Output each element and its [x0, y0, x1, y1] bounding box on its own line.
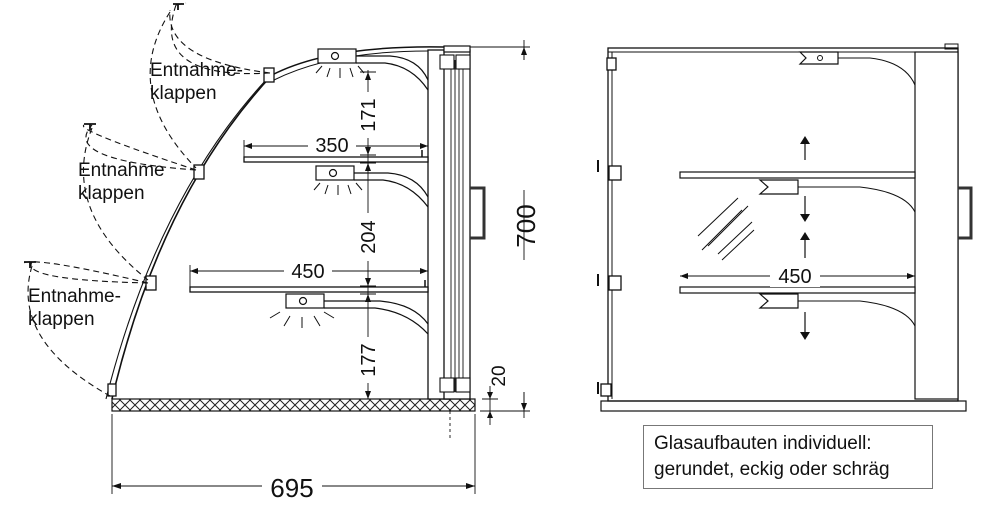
front-frame — [607, 47, 959, 402]
shelf-lower — [189, 286, 429, 293]
base-plate — [111, 398, 476, 412]
note-line-2: gerundet, eckig oder schräg — [654, 459, 890, 480]
note-line-1: Glasaufbauten individuell: — [654, 433, 872, 454]
hinge-icon — [193, 164, 205, 180]
hinge-icon — [606, 57, 617, 71]
note-box: Glasaufbauten individuell: gerundet, eck… — [643, 425, 933, 489]
hinge-icon — [600, 383, 612, 397]
hinge-icon — [263, 67, 275, 83]
flap-label-mid-line1: Entnahme — [78, 160, 165, 181]
dim-gap-top: 171 — [358, 98, 380, 131]
hinge-icon — [608, 165, 622, 181]
dim-width-total: 695 — [270, 473, 313, 503]
dim-gap-middle: 204 — [358, 220, 380, 253]
front-glass — [111, 74, 273, 400]
flap-label-mid-line2: klappen — [78, 183, 145, 204]
front-rear-column — [914, 51, 959, 400]
flap-label-bottom-line1: Entnahme- — [28, 286, 121, 307]
front-shelf-upper — [679, 171, 916, 179]
glass-reflection-icon — [697, 197, 755, 261]
hinge-icon — [107, 383, 117, 397]
front-view — [597, 43, 973, 412]
side-view — [21, 2, 530, 494]
light-fixture — [313, 165, 429, 208]
dim-front-shelf: 450 — [778, 266, 811, 288]
flap-knob-icon — [84, 123, 96, 130]
shelf-upper — [243, 156, 429, 163]
light-fixture — [269, 293, 429, 335]
dim-shelf-upper: 350 — [315, 135, 348, 157]
rear-door-frame — [443, 49, 471, 400]
flap-label-bottom-line2: klappen — [28, 309, 95, 330]
light-fixture — [315, 48, 429, 91]
front-base-plate — [600, 400, 967, 412]
flap-knob-icon — [24, 261, 36, 268]
hinge-icon — [608, 275, 622, 291]
dim-gap-bottom: 177 — [358, 343, 380, 376]
rear-handle — [470, 186, 486, 240]
dim-base-height: 20 — [489, 365, 510, 386]
flap-label-top-line1: Entnahme- — [150, 60, 243, 81]
dim-height-total: 700 — [511, 204, 541, 247]
flap-label-top-line2: klappen — [150, 83, 217, 104]
dim-shelf-lower: 450 — [291, 261, 324, 283]
flap-knob-icon — [173, 3, 184, 10]
